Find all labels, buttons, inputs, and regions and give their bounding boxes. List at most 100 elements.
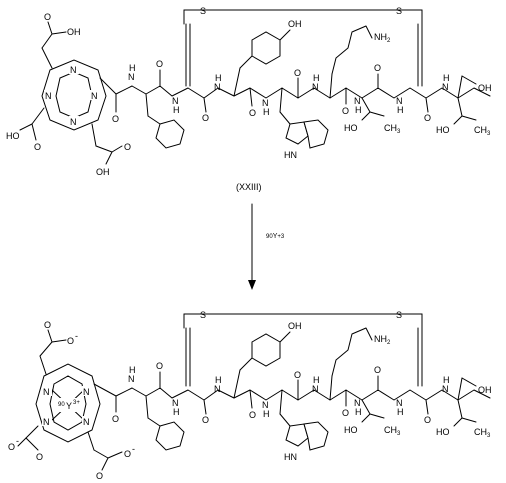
sulfur-atom-left: S bbox=[200, 6, 206, 16]
threonine-methyl: CH3 bbox=[384, 425, 401, 437]
amide-nh: H bbox=[263, 107, 270, 117]
threoninol-hydroxyl: HO bbox=[436, 125, 450, 135]
carbonyl-oxygen: O bbox=[294, 68, 301, 78]
indole-pyrrole bbox=[285, 423, 309, 447]
lysine-amine: NH2 bbox=[374, 334, 391, 346]
carbonyl-oxygen: O bbox=[342, 408, 349, 418]
phenyl-ring bbox=[155, 421, 185, 451]
threoninol-hydroxyl: OH bbox=[478, 83, 492, 93]
amide-nh: H bbox=[355, 105, 362, 115]
threonine-methyl: CH3 bbox=[384, 123, 401, 135]
lysine-amine: NH2 bbox=[374, 32, 391, 44]
amide-nh: H bbox=[313, 375, 320, 385]
carbonyl-oxygen: O bbox=[202, 113, 209, 123]
amide-oxygen: O bbox=[112, 414, 119, 424]
yttrium-atom: Y bbox=[66, 401, 72, 411]
amide-nh: N bbox=[354, 96, 361, 106]
threoninol-methyl: CH3 bbox=[474, 427, 491, 439]
carboxyl-oxygen: O bbox=[124, 142, 131, 152]
carbonyl-oxygen: O bbox=[249, 410, 256, 420]
carbonyl-oxygen: O bbox=[342, 106, 349, 116]
threoninol-hydroxyl: OH bbox=[478, 385, 492, 395]
carbonyl-oxygen: O bbox=[249, 108, 256, 118]
amide-nh: H bbox=[313, 73, 320, 83]
amide-nh: N bbox=[312, 384, 319, 394]
carbonyl-oxygen: O bbox=[156, 59, 163, 69]
carboxyl-hydroxyl: HO bbox=[6, 131, 20, 141]
ring-nitrogen: N bbox=[91, 91, 98, 101]
indole-hn: HN bbox=[284, 150, 297, 160]
threoninol-hydroxyl: HO bbox=[436, 427, 450, 437]
phenyl-ring bbox=[155, 119, 185, 149]
amide-nh: N bbox=[128, 374, 135, 384]
threonine-hydroxyl: HO bbox=[344, 123, 358, 133]
amide-nh: N bbox=[442, 384, 449, 394]
peptide-backbone bbox=[131, 85, 491, 99]
indole-benzene bbox=[303, 119, 329, 149]
sulfur-atom-right: S bbox=[396, 6, 402, 16]
amide-nh: N bbox=[442, 82, 449, 92]
carboxylate-oxygen: O bbox=[8, 442, 15, 452]
carbonyl-oxygen: O bbox=[424, 415, 431, 425]
amide-nh: H bbox=[397, 407, 404, 417]
carbonyl-oxygen: O bbox=[156, 361, 163, 371]
negative-charge: - bbox=[16, 436, 19, 446]
chelated-macrocycle: 90 Y 3+ N N N N O O - O - O bbox=[8, 320, 135, 481]
threoninol-methyl: CH3 bbox=[474, 125, 491, 137]
amide-nh: N bbox=[214, 82, 221, 92]
ring-nitrogen: N bbox=[83, 387, 90, 397]
dota-macrocycle: N N N N O OH O HO O OH bbox=[6, 12, 133, 177]
carboxylate-oxygen: O bbox=[67, 336, 74, 346]
carboxylate-oxygen: O bbox=[36, 452, 43, 462]
carboxylate-oxygen: O bbox=[124, 449, 131, 459]
indole-benzene bbox=[303, 421, 329, 451]
ring-nitrogen: N bbox=[43, 417, 50, 427]
threonine-hydroxyl: HO bbox=[344, 425, 358, 435]
amide-nh: N bbox=[354, 398, 361, 408]
ring-nitrogen: N bbox=[43, 387, 50, 397]
indole-hn: HN bbox=[284, 452, 297, 462]
ring-nitrogen: N bbox=[83, 417, 90, 427]
tyrosine-ring bbox=[251, 333, 281, 367]
carboxylate-oxygen: O bbox=[96, 471, 103, 481]
carboxyl-oxygen: O bbox=[44, 12, 51, 22]
carbonyl-oxygen: O bbox=[294, 370, 301, 380]
amide-oxygen: O bbox=[112, 114, 119, 124]
amide-nh: H bbox=[129, 365, 136, 375]
disulfide-bridge: S S bbox=[183, 6, 423, 87]
tyrosine-hydroxyl: OH bbox=[288, 19, 302, 29]
amide-nh: H bbox=[355, 407, 362, 417]
reagent-label: 90Y+3 bbox=[266, 233, 285, 240]
amide-nh: N bbox=[214, 384, 221, 394]
disulfide-bridge: S S bbox=[183, 310, 423, 387]
reaction-arrow: 90Y+3 bbox=[248, 203, 285, 290]
precursor-molecule: S S N N N N O OH bbox=[6, 6, 492, 177]
carbonyl-oxygen: O bbox=[424, 113, 431, 123]
negative-charge: - bbox=[75, 331, 78, 341]
amide-nh: N bbox=[262, 98, 269, 108]
ring-nitrogen: N bbox=[45, 91, 52, 101]
sulfur-atom-right: S bbox=[396, 310, 402, 320]
indole-pyrrole bbox=[285, 121, 309, 145]
ring-nitrogen: N bbox=[70, 117, 77, 127]
amide-nh: H bbox=[443, 375, 450, 385]
compound-label: (XXIII) bbox=[236, 182, 262, 192]
amide-nh: H bbox=[397, 105, 404, 115]
tyrosine-hydroxyl: OH bbox=[288, 321, 302, 331]
carboxylate-oxygen: O bbox=[44, 320, 51, 330]
amide-nh: H bbox=[215, 73, 222, 83]
amide-nh: H bbox=[173, 105, 180, 115]
carboxyl-oxygen: O bbox=[34, 142, 41, 152]
metal-isotope: 90 bbox=[58, 402, 65, 408]
amide-nh: N bbox=[312, 82, 319, 92]
sulfur-atom-left: S bbox=[200, 310, 206, 320]
amide-nh: N bbox=[128, 72, 135, 82]
carbonyl-oxygen: O bbox=[202, 415, 209, 425]
carboxyl-hydroxyl: OH bbox=[96, 167, 110, 177]
yttrium-complex: S S 90 Y 3+ N N N N bbox=[8, 310, 492, 481]
amide-nh: N bbox=[262, 400, 269, 410]
carbonyl-oxygen: O bbox=[374, 63, 381, 73]
tyrosine-ring bbox=[251, 31, 281, 65]
ring-nitrogen: N bbox=[70, 65, 77, 75]
